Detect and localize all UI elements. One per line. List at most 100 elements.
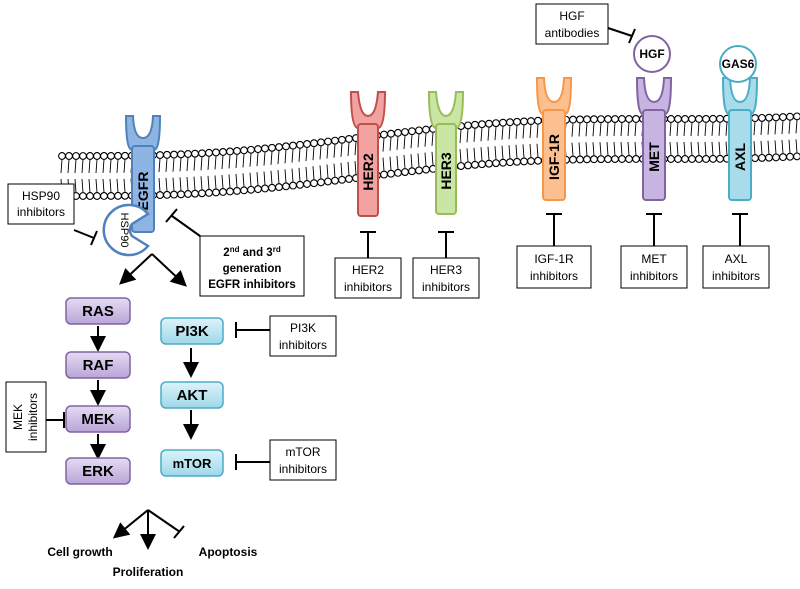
lipid-tail [200, 176, 203, 190]
node-mtor-box [160, 449, 224, 477]
egfr-gen-line2: generation [223, 263, 282, 275]
lipid-head [401, 168, 409, 176]
lipid-head [93, 152, 101, 160]
lipid-head [107, 191, 115, 200]
lipid-head [576, 115, 584, 124]
lipid-tail [256, 152, 259, 167]
met-receptor-head [635, 77, 673, 115]
mtor-inhibitors-line2: inhibitors [279, 462, 327, 476]
lipid-tail [81, 159, 84, 174]
lipid-tail [725, 122, 728, 136]
lipid-head [296, 140, 304, 149]
lipid-tail [410, 154, 413, 168]
lipid-tail [270, 151, 273, 165]
lipid-tail [599, 122, 602, 137]
lipid-head [597, 115, 605, 124]
lipid-tail [214, 155, 217, 170]
lipid-head [576, 155, 584, 164]
lipid-head [261, 144, 269, 153]
lipid-tail [466, 148, 469, 163]
lipid-tail [277, 170, 280, 184]
igf1r-receptor-head [535, 77, 573, 115]
lipid-head [625, 115, 633, 123]
outcome-apoptosis: Apoptosis [199, 545, 258, 559]
lipid-tail [571, 122, 574, 137]
lipid-tail [529, 144, 532, 158]
lipid-tail [487, 146, 490, 161]
lipid-head [408, 127, 416, 136]
lipid-head [688, 115, 696, 123]
lipid-tail [312, 146, 315, 161]
lipid-tail [697, 122, 700, 136]
lipid-tail [669, 122, 672, 137]
lipid-head [415, 126, 423, 135]
node-mtor: mTOR [160, 449, 224, 477]
lipid-head [240, 186, 248, 195]
lipid-tail [389, 156, 392, 171]
lipid-tail [711, 141, 714, 156]
met-inhibitors-box: MET inhibitors [620, 245, 688, 289]
hsp90-shape [102, 203, 150, 257]
lipid-tail [627, 141, 630, 156]
node-pi3k-box [160, 317, 224, 345]
hgf-inhibition-bar [607, 27, 636, 44]
apoptosis-inhibition-bar [147, 509, 185, 539]
lipid-head [499, 118, 507, 127]
lipid-tail [263, 171, 266, 186]
node-erk: ERK [65, 457, 131, 485]
lipid-tail [592, 142, 595, 156]
lipid-head [415, 166, 423, 175]
lipid-head [478, 160, 486, 169]
axl-label: AXL [732, 143, 748, 171]
lipid-head [772, 153, 780, 162]
lipid-head [331, 176, 339, 185]
axl-inhibitors-box: AXL inhibitors [702, 245, 770, 289]
lipid-head [233, 146, 241, 155]
activation-arrows [90, 253, 199, 550]
lipid-tail [774, 120, 777, 135]
hsp90-inhibition-bar [73, 229, 98, 246]
lipid-head [100, 152, 108, 160]
lipid-tail [109, 178, 112, 193]
lipid-head [387, 129, 395, 138]
lipid-tail [277, 150, 280, 165]
her3-label: HER3 [438, 152, 454, 190]
lipid-tail [207, 175, 210, 190]
lipid-head [205, 188, 213, 197]
igf1r-label: IGF-1R [546, 134, 562, 180]
lipid-head [478, 120, 486, 129]
lipid-head [492, 119, 500, 128]
lipid-head [289, 141, 297, 150]
lipid-tail [494, 146, 497, 160]
lipid-tail [116, 159, 119, 173]
lipid-tail [249, 153, 252, 167]
lipid-tail [410, 134, 413, 149]
inhibitor-boxes: HSP90 inhibitors 2nd and 3rd generation … [5, 3, 770, 481]
lipid-tail [193, 176, 196, 191]
egfr-gen-sup2: rd [273, 245, 281, 254]
lipid-head [170, 190, 178, 199]
lipid-tail [480, 147, 483, 161]
mtor-inhibitors-line1: mTOR [285, 445, 320, 459]
lipid-head [492, 159, 500, 168]
lipid-tail [585, 142, 588, 156]
lipid-tail [102, 159, 105, 173]
lipid-tail [382, 157, 385, 172]
lipid-tail [676, 141, 679, 156]
lipid-head [681, 155, 689, 163]
node-ras-label: RAS [82, 303, 114, 320]
lipid-head [716, 114, 724, 123]
lipid-head [569, 155, 577, 164]
lipid-head [86, 192, 94, 200]
node-pi3k: PI3K [160, 317, 224, 345]
lipid-tail [627, 122, 630, 137]
lipid-tail [683, 141, 686, 156]
lipid-tail [109, 159, 112, 173]
her3-inhibitors-line2: inhibitors [422, 280, 470, 294]
lipid-head [219, 148, 227, 156]
lipid-head [527, 117, 535, 126]
lipid-tail [753, 141, 756, 155]
